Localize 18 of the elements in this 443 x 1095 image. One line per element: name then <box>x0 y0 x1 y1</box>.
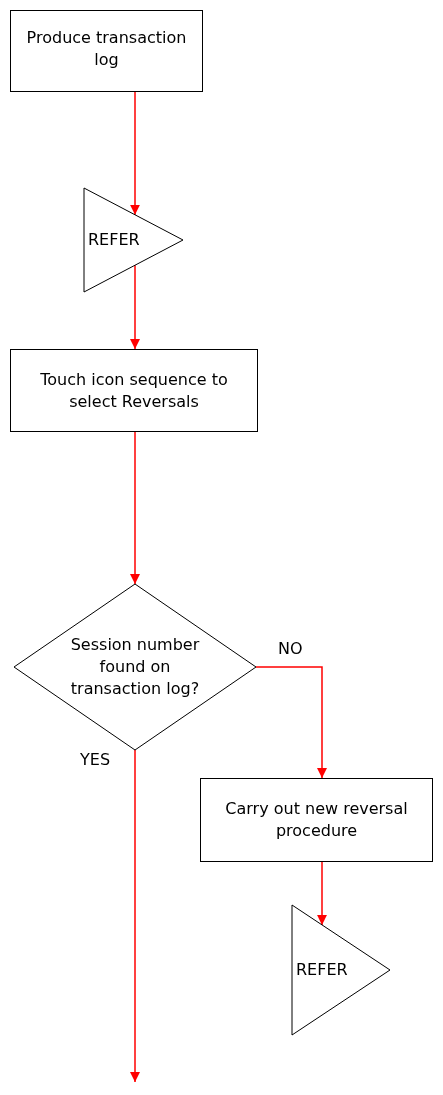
node-label: REFER <box>296 959 348 981</box>
arrow <box>130 749 140 1083</box>
decision-diamond <box>14 584 256 750</box>
node-label: Produce transaction log <box>25 27 188 71</box>
node-label: REFER <box>88 229 140 251</box>
process-box <box>10 10 203 92</box>
node-label: Touch icon sequence to select Reversals <box>39 368 229 413</box>
node-label: Carry out new reversal procedure <box>224 798 409 842</box>
connector-triangle <box>292 905 390 1035</box>
node-label: Session number found on transaction log? <box>69 634 201 700</box>
arrow <box>130 91 140 216</box>
process-box <box>10 349 258 432</box>
arrow <box>130 264 140 350</box>
arrow <box>317 861 327 926</box>
connector-triangle <box>84 188 183 292</box>
arrow <box>130 431 140 585</box>
arrow <box>255 666 327 779</box>
process-box <box>200 778 433 862</box>
